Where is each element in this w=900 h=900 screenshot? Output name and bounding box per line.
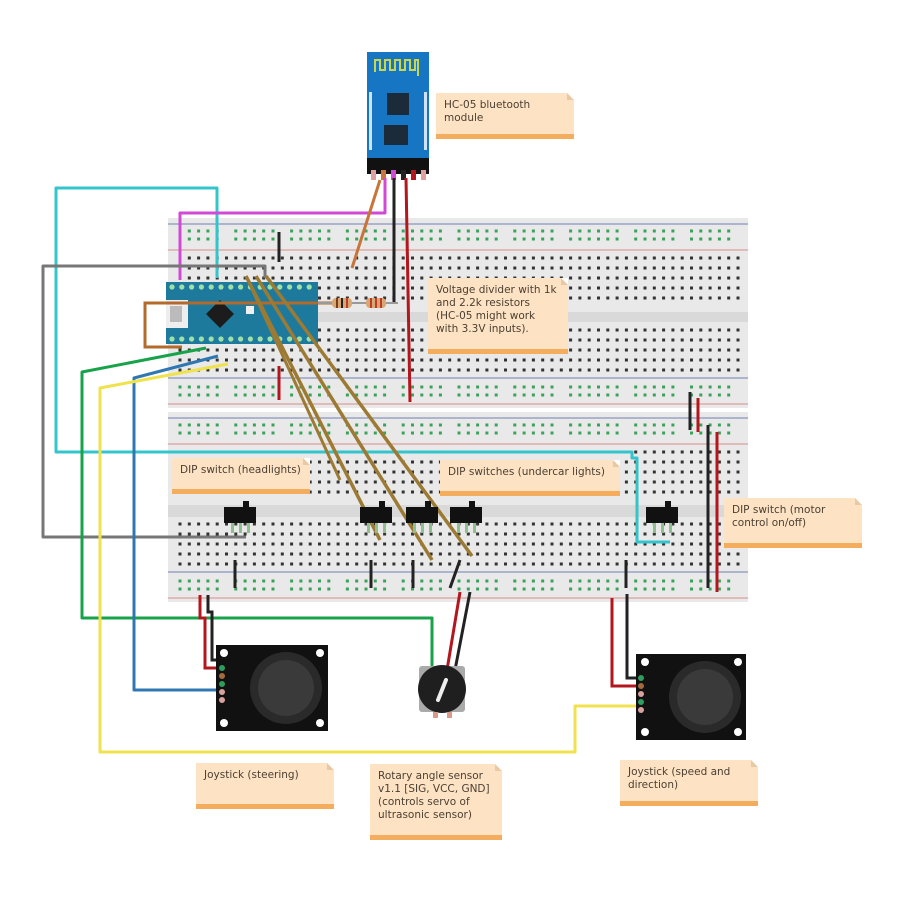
rotary-angle-sensor xyxy=(418,665,466,718)
joystick-steering xyxy=(216,645,328,731)
note-joystick-steering: Joystick (steering) xyxy=(196,763,334,809)
wires xyxy=(41,177,670,754)
hc05-bluetooth-module xyxy=(367,52,429,180)
note-dip-undercar: DIP switches (undercar lights) xyxy=(440,460,620,496)
resistor-2-2k xyxy=(366,298,386,308)
dip-switch-undercar-2 xyxy=(406,501,438,533)
wire-yellow-joystick2 xyxy=(98,362,640,754)
dip-switches xyxy=(224,501,678,533)
wire-olive-4 xyxy=(244,275,342,481)
wire-green-rotary xyxy=(80,346,434,668)
wire-red-hc05-vcc xyxy=(404,177,412,403)
joystick-speed-direction xyxy=(636,654,746,740)
wires-over xyxy=(143,274,474,561)
wire-olive-2 xyxy=(254,275,434,561)
note-voltage-divider: Voltage divider with 1k and 2.2k resisto… xyxy=(428,278,568,354)
dip-switch-motor xyxy=(646,501,678,533)
dip-switch-headlights xyxy=(224,501,256,533)
note-dip-headlights: DIP switch (headlights) xyxy=(172,458,310,494)
wire-brown-orange-divider xyxy=(143,301,345,349)
dip-switch-undercar-3 xyxy=(450,501,482,533)
note-joystick-speed-direction: Joystick (speed and direction) xyxy=(620,760,758,806)
wire-magenta xyxy=(178,178,387,280)
note-dip-motor-control: DIP switch (motor control on/off) xyxy=(724,498,862,548)
note-hc05-bluetooth-module: HC-05 bluetooth module xyxy=(436,93,574,139)
jumpers-bottom xyxy=(198,392,719,688)
wire-olive-1 xyxy=(244,275,382,541)
note-rotary-angle-sensor: Rotary angle sensor v1.1 [SIG, VCC, GND]… xyxy=(370,764,502,840)
wire-cyan-hc05 xyxy=(54,186,670,544)
dip-switch-undercar-1 xyxy=(360,501,392,533)
wire-blue-joystick1 xyxy=(132,354,219,692)
wire-orange-hc05-tx xyxy=(350,179,382,269)
wire-gray xyxy=(41,264,267,539)
